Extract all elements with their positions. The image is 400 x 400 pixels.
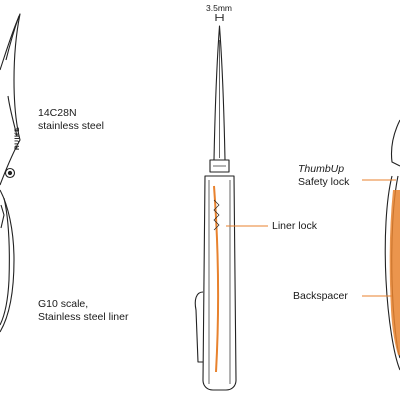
- thumbup-line2: Safety lock: [298, 176, 350, 188]
- blade-edge-line: [5, 15, 20, 61]
- left-knife-side-view: [0, 13, 21, 333]
- scale-label: G10 scale, Stainless steel liner: [38, 298, 128, 324]
- blade-steel-line1: 14C28N: [38, 107, 77, 119]
- backspacer-accent: [389, 190, 400, 355]
- pivot-collar: [209, 159, 230, 173]
- scale-line2: Stainless steel liner: [38, 311, 129, 323]
- pocket-clip: [194, 291, 204, 363]
- handle-outline: [0, 189, 15, 333]
- blade-steel-label: 14C28N stainless steel: [38, 107, 104, 133]
- liner-accent-center: [213, 185, 220, 373]
- blade-steel-line2: stainless steel: [38, 120, 104, 132]
- scale-line1: G10 scale,: [38, 298, 89, 310]
- blade-grind-line: [7, 95, 18, 137]
- thumbup-line1: ThumbUp: [298, 163, 345, 175]
- handle-back-outline: [384, 175, 400, 371]
- brand-mark: RUIKE: [14, 127, 21, 150]
- center-knife-spine-view: [194, 14, 237, 391]
- handle-body: [202, 175, 237, 391]
- blade-outline: [0, 13, 21, 186]
- thumbup-label: ThumbUp Safety lock: [298, 163, 349, 189]
- liner-lock-label: Liner lock: [272, 220, 317, 232]
- blade-back: [390, 119, 400, 167]
- dimension-label: 3.5mm: [206, 3, 232, 13]
- pivot-screw: [4, 167, 16, 179]
- backspacer-label: Backspacer: [293, 290, 348, 302]
- liner-lock-detail: [213, 199, 220, 231]
